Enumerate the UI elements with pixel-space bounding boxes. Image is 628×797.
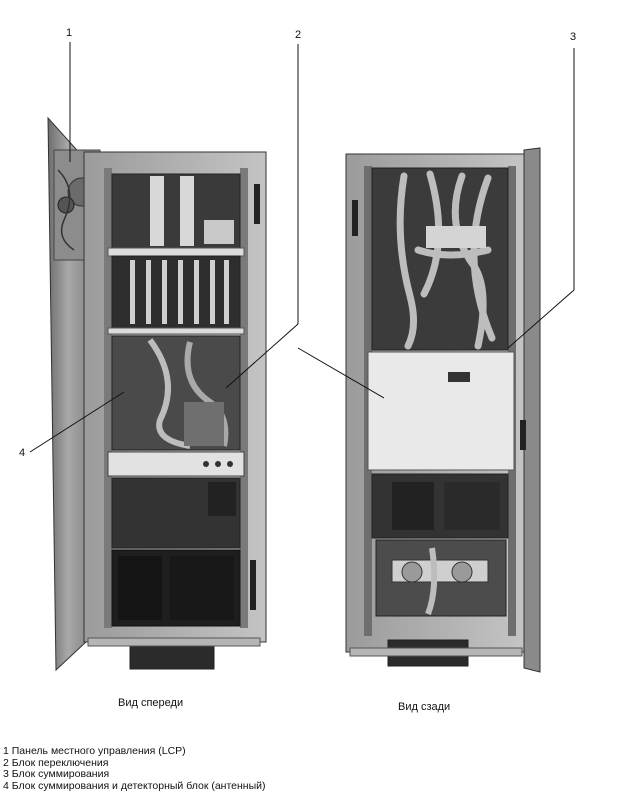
callout-1: 1 — [66, 27, 73, 39]
back-view-caption: Вид сзади — [398, 701, 451, 713]
legend-item: 4 Блок суммирования и детекторный блок (… — [3, 779, 266, 792]
callout-3: 3 — [570, 31, 577, 43]
legend-item: 3 Блок суммирования — [3, 768, 110, 780]
callout-4: 4 — [19, 447, 26, 459]
front-module-top — [111, 173, 241, 249]
legend: 1 Панель местного управления (LCP) 2 Бло… — [3, 745, 266, 792]
callout-leaders — [29, 42, 575, 453]
front-view-caption: Вид спереди — [118, 697, 184, 709]
back-combiner-plate — [367, 351, 515, 471]
legend-item: 2 Блок переключения — [3, 756, 109, 769]
front-cabinet — [47, 116, 267, 672]
callout-2: 2 — [295, 29, 302, 41]
back-cabinet — [345, 147, 541, 673]
legend-item: 1 Панель местного управления (LCP) — [3, 745, 186, 757]
front-cabinet-base — [129, 642, 215, 670]
